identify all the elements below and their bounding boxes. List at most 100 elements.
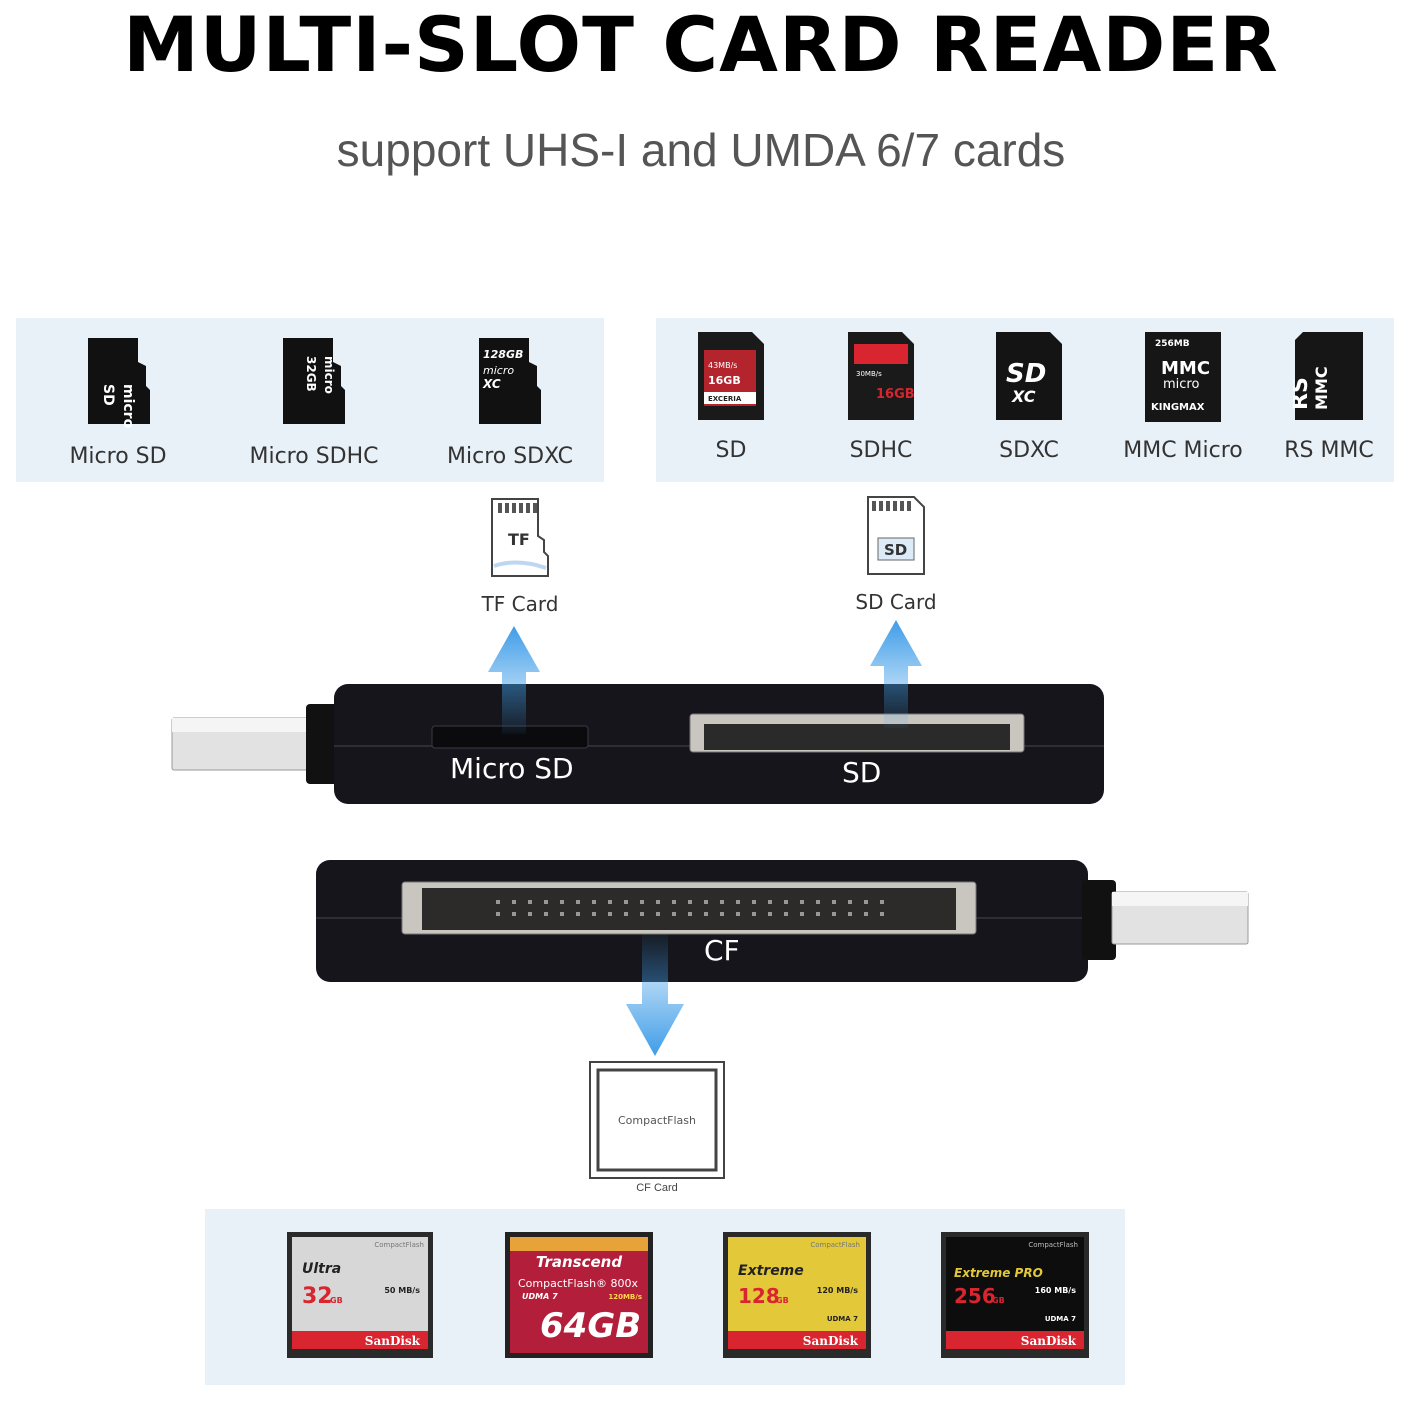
- cf4-unit: GB: [992, 1296, 1005, 1305]
- micro-card-panel: micro SD Micro SD 32GB micro Micro SDHC …: [16, 318, 604, 482]
- cf-pin: [816, 900, 820, 904]
- cf4-header: CompactFlash: [1028, 1241, 1078, 1249]
- card-reader-cf-view: CF: [316, 858, 1251, 984]
- cf2-line: CompactFlash® 800x: [518, 1277, 639, 1290]
- rs-mmc-label: RS MMC: [1284, 438, 1374, 463]
- arrow-up-sd-icon: [870, 620, 922, 728]
- cf-pin: [720, 912, 724, 916]
- cf-pin: [496, 900, 500, 904]
- cf-pin: [528, 900, 532, 904]
- micro-sd-card-icon: micro SD: [88, 338, 150, 428]
- rs-mmc-card: RS MMC RS MMC: [1266, 330, 1392, 470]
- cf-pin: [496, 912, 500, 916]
- sd-slot-label: SD: [842, 756, 882, 789]
- cf-card-sandisk-extreme: CompactFlash Extreme 128 GB 120 MB/s UDM…: [723, 1232, 871, 1358]
- micro-sdhc-card: 32GB micro Micro SDHC: [244, 336, 384, 476]
- cf-pin: [880, 900, 884, 904]
- cf-pin: [832, 900, 836, 904]
- arrow-up-tf-icon: [488, 626, 540, 734]
- cf4-line: Extreme PRO: [954, 1266, 1043, 1280]
- svg-text:SD: SD: [1006, 359, 1046, 389]
- micro-sdhc-label: Micro SDHC: [249, 444, 379, 469]
- mmc-micro-label: MMC Micro: [1123, 438, 1243, 463]
- micro-sd-label: Micro SD: [69, 444, 167, 469]
- cf-pin: [784, 900, 788, 904]
- svg-text:RS: RS: [1293, 377, 1313, 410]
- micro-sdxc-card-icon: 128GB micro XC: [479, 338, 541, 424]
- cf1-brand: SanDisk: [365, 1334, 421, 1348]
- cf-card-panel: CompactFlash Ultra 32 GB 50 MB/s SanDisk…: [205, 1209, 1125, 1385]
- sd-label: SD: [715, 438, 747, 463]
- cf-pin: [672, 900, 676, 904]
- cf-pin: [768, 912, 772, 916]
- micro-sd-card: micro SD Micro SD: [56, 336, 180, 476]
- mmc-micro-card-icon: 256MB MMC micro KINGMAX: [1145, 332, 1221, 422]
- cf-pin: [800, 900, 804, 904]
- cf-icon-text: CompactFlash: [618, 1114, 696, 1127]
- cf4-capacity: 256: [954, 1284, 996, 1308]
- cf-pin: [736, 900, 740, 904]
- cf-pin: [704, 900, 708, 904]
- cf1-capacity: 32: [302, 1284, 333, 1309]
- cf-pin: [720, 900, 724, 904]
- cf-pin: [640, 912, 644, 916]
- cf2-speed: 120MB/s: [608, 1293, 642, 1301]
- cf-pin: [656, 900, 660, 904]
- tf-card-outline-icon: TF: [491, 498, 549, 577]
- cf2-capacity: 64GB: [540, 1306, 641, 1346]
- micro-sd-slot-label: Micro SD: [450, 752, 574, 785]
- cf-pin: [848, 912, 852, 916]
- sdhc-capacity: 16GB: [876, 387, 915, 402]
- svg-text:micro: micro: [483, 364, 514, 377]
- cf-pin: [688, 900, 692, 904]
- cf3-capacity: 128: [738, 1284, 780, 1308]
- svg-text:XC: XC: [1011, 387, 1036, 406]
- sdxc-card: SD XC SDXC: [974, 330, 1084, 470]
- cf-pin: [832, 912, 836, 916]
- cf-card-outline-icon: CompactFlash: [589, 1061, 725, 1179]
- cf-card-label: CF Card: [636, 1182, 678, 1194]
- arrow-down-cf-icon: [626, 934, 684, 1056]
- sd-card-icon: 43MB/s 16GB EXCERIA: [698, 332, 764, 420]
- cf-pin: [752, 900, 756, 904]
- cf-pin: [512, 900, 516, 904]
- sdhc-card-icon: 30MB/s 16GB: [848, 332, 915, 420]
- cf3-unit: GB: [776, 1296, 789, 1305]
- page-title: MULTI-SLOT CARD READER: [123, 0, 1279, 89]
- sdhc-label: SDHC: [849, 438, 913, 463]
- sd-speed: 43MB/s: [708, 361, 737, 370]
- svg-text:MMC: MMC: [1312, 366, 1331, 410]
- sd-capacity: 16GB: [708, 374, 741, 387]
- tf-card-label: TF Card: [481, 592, 559, 616]
- card-reader-top-view: Micro SD SD: [170, 680, 1105, 806]
- cf4-udma: UDMA 7: [1045, 1315, 1076, 1323]
- cf-pin: [864, 912, 868, 916]
- cf-card-sandisk-extreme-pro: CompactFlash Extreme PRO 256 GB 160 MB/s…: [941, 1232, 1089, 1358]
- cf-pin: [704, 912, 708, 916]
- cf1-speed: 50 MB/s: [384, 1286, 420, 1295]
- cf-pin: [560, 912, 564, 916]
- cf-pin: [880, 912, 884, 916]
- sd-card-slot-label: SD Card: [855, 590, 937, 614]
- sdxc-label: SDXC: [999, 438, 1059, 463]
- cf3-brand: SanDisk: [803, 1334, 859, 1348]
- cf-pin: [528, 912, 532, 916]
- micro-sdxc-label: Micro SDXC: [447, 444, 573, 469]
- cf-card-transcend: Transcend CompactFlash® 800x UDMA 7 120M…: [505, 1232, 653, 1358]
- sdhc-card: 30MB/s 16GB SDHC: [826, 330, 936, 470]
- cf-pin: [752, 912, 756, 916]
- cf3-header: CompactFlash: [810, 1241, 860, 1249]
- cf-pin: [512, 912, 516, 916]
- mmc-micro-brand: KINGMAX: [1151, 402, 1205, 413]
- mmc-micro-card: 256MB MMC micro KINGMAX MMC Micro: [1112, 330, 1254, 470]
- svg-text:XC: XC: [482, 377, 501, 391]
- cf-pin: [688, 912, 692, 916]
- svg-text:SD: SD: [100, 384, 116, 406]
- svg-text:MMC: MMC: [1161, 358, 1210, 379]
- cf-pin: [768, 900, 772, 904]
- cf-pin: [800, 912, 804, 916]
- sd-card-panel: 43MB/s 16GB EXCERIA SD 30MB/s 16GB SDHC …: [656, 318, 1394, 482]
- sdhc-speed: 30MB/s: [856, 370, 882, 378]
- micro-sdhc-card-icon: 32GB micro: [283, 338, 345, 424]
- svg-text:micro: micro: [120, 384, 136, 428]
